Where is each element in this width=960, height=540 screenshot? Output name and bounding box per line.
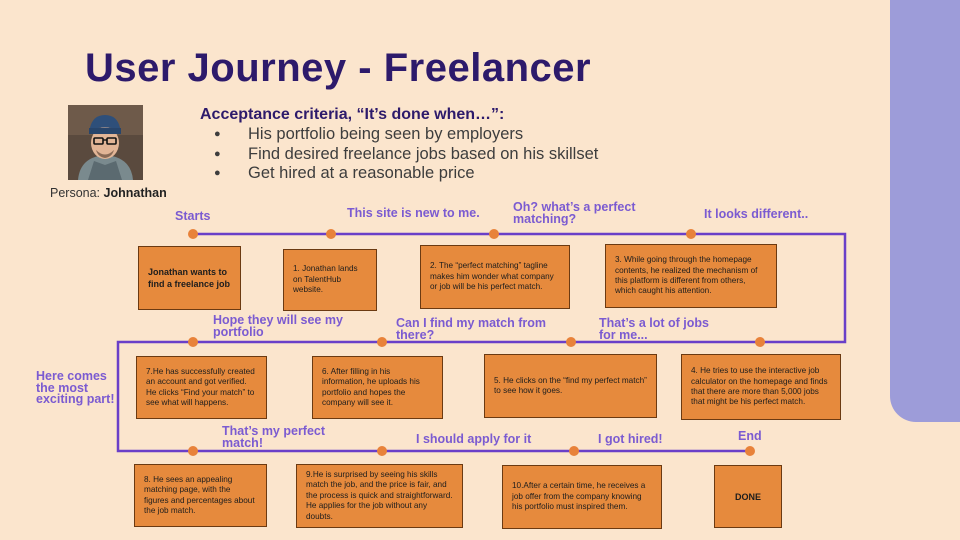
persona-name: Johnathan <box>103 186 167 200</box>
step-box-3: 3. While going through the homepage cont… <box>605 244 777 308</box>
journey-node <box>569 446 579 456</box>
label-new-site: This site is new to me. <box>347 206 480 220</box>
label-starts: Starts <box>175 209 211 223</box>
step-box-1: 1. Jonathan lands on TalentHub website. <box>283 249 377 311</box>
journey-node <box>489 229 499 239</box>
journey-node <box>377 337 387 347</box>
journey-node <box>188 337 198 347</box>
journey-node <box>188 446 198 456</box>
label-perfect-matching: Oh? what’s a perfect matching? <box>513 200 636 226</box>
journey-node <box>188 229 198 239</box>
page-title: User Journey - Freelancer <box>85 46 592 90</box>
criteria-item: Find desired freelance jobs based on his… <box>212 145 598 165</box>
label-apply: I should apply for it <box>416 432 532 446</box>
journey-node <box>566 337 576 347</box>
criteria-item: His portfolio being seen by employers <box>212 125 598 145</box>
label-exciting-part: Here comes the most exciting part! <box>36 369 115 406</box>
step-box-intro: Jonathan wants to find a freelance job <box>138 246 241 310</box>
acceptance-criteria-heading: Acceptance criteria, “It’s done when…”: <box>200 106 505 123</box>
journey-path-line <box>116 232 847 453</box>
journey-node <box>686 229 696 239</box>
journey-node <box>326 229 336 239</box>
label-perfect-match: That’s my perfect match! <box>222 424 326 450</box>
side-accent-bar <box>890 0 960 422</box>
label-lot-of-jobs: That’s a lot of jobs for me... <box>599 316 709 342</box>
journey-node <box>377 446 387 456</box>
persona-caption: Persona: Johnathan <box>50 186 167 200</box>
journey-node <box>755 337 765 347</box>
label-looks-different: It looks different.. <box>704 207 809 221</box>
persona-prefix: Persona: <box>50 186 104 200</box>
step-box-7: 7.He has successfully created an account… <box>136 356 267 419</box>
label-hope-portfolio: Hope they will see my portfolio <box>213 313 343 339</box>
step-box-done: DONE <box>714 465 782 528</box>
label-find-match: Can I find my match from there? <box>396 316 547 342</box>
journey-node <box>745 446 755 456</box>
step-box-9: 9.He is surprised by seeing his skills m… <box>296 464 463 528</box>
persona-avatar <box>68 105 143 180</box>
step-box-5: 5. He clicks on the “find my perfect mat… <box>484 354 657 418</box>
label-hired: I got hired! <box>598 432 663 446</box>
step-box-10: 10.After a certain time, he receives a j… <box>502 465 662 529</box>
step-box-2: 2. The “perfect matching” tagline makes … <box>420 245 570 309</box>
step-box-6: 6. After filling in his information, he … <box>312 356 443 419</box>
acceptance-criteria-list: His portfolio being seen by employers Fi… <box>212 125 598 184</box>
label-end: End <box>738 429 762 443</box>
step-box-4: 4. He tries to use the interactive job c… <box>681 354 841 420</box>
step-box-8: 8. He sees an appealing matching page, w… <box>134 464 267 527</box>
criteria-item: Get hired at a reasonable price <box>212 164 598 184</box>
